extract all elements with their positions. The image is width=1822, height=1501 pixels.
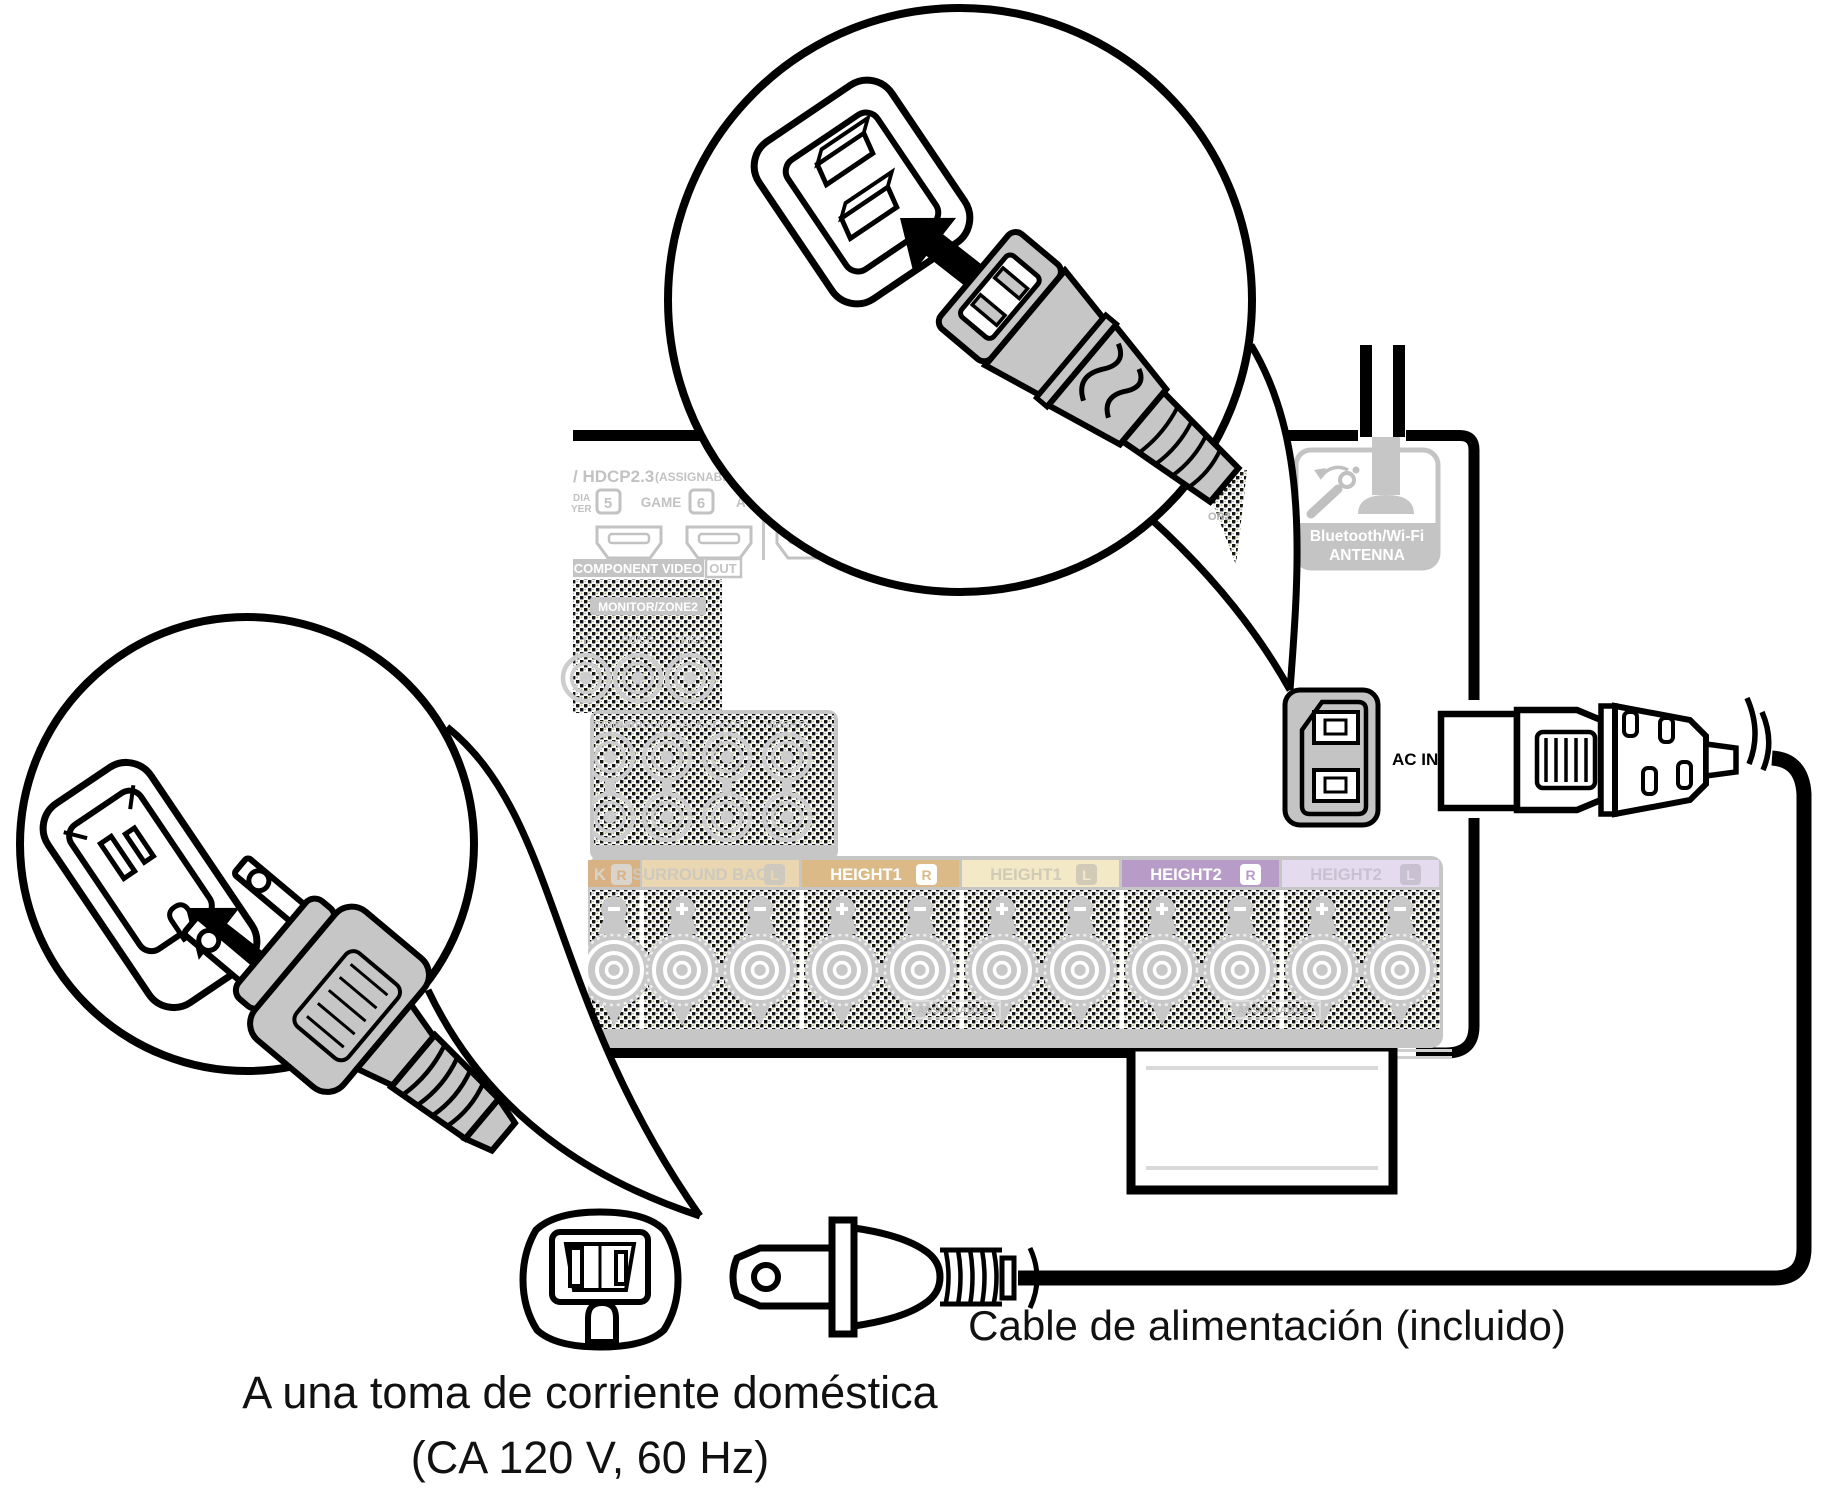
outlet-magnifier-circle	[16, 613, 519, 1155]
panel-right-edge	[1416, 818, 1480, 1059]
preout-label: SURROUND BACK	[614, 720, 704, 731]
preout-label: HEIGHT1	[705, 720, 749, 731]
svg-text:R: R	[616, 867, 626, 883]
speaker-segment-header: K R	[588, 860, 640, 887]
panel-bottom-highlight	[1396, 1049, 1452, 1052]
ac-inlet-zoom-icon	[750, 76, 974, 308]
speaker-binding-posts	[499, 896, 1437, 1026]
panel-right-edge	[1406, 430, 1480, 700]
assignable-badge: ASSIGNABLE	[917, 1005, 989, 1017]
receiver-foot	[1126, 1042, 1398, 1195]
household-outlet-icon	[519, 1208, 682, 1351]
game-label: GAME	[641, 495, 682, 510]
ac-inlet	[1282, 687, 1381, 828]
assignable-label: (ASSIGNABLE)	[655, 470, 742, 484]
svg-text:L: L	[1406, 867, 1415, 883]
cable-slack-mark	[1027, 1246, 1040, 1310]
svg-text:SURROUND BACK: SURROUND BACK	[632, 866, 780, 884]
svg-text:HEIGHT1: HEIGHT1	[830, 866, 902, 884]
speaker-segment-header: HEIGHT1 L	[962, 860, 1119, 887]
fragment-label: OR2	[1208, 511, 1231, 523]
rca-jack-icon	[563, 655, 609, 701]
antenna-base-icon	[1372, 437, 1400, 495]
y-label: Y	[581, 634, 588, 646]
svg-text:HEIGHT2: HEIGHT2	[1150, 866, 1222, 884]
speaker-terminal-section: K R SURROUND BACK L HEIGHT1 R	[499, 856, 1443, 1048]
power-cable	[1018, 750, 1812, 1286]
pbcb-label: PB/CB	[622, 634, 655, 646]
svg-text:R: R	[1245, 867, 1255, 883]
out-label: OUT	[709, 561, 737, 576]
speaker-segment-header: HEIGHT1 R	[802, 860, 959, 887]
top-callout-pointer: OR2	[1149, 343, 1301, 692]
antenna-label: ANTENNA	[1329, 547, 1405, 564]
panel-bottom-highlight	[1396, 1056, 1452, 1059]
power-cord-caption: Cable de alimentación (incluido)	[968, 1302, 1566, 1349]
rca-jack-icon	[667, 655, 713, 701]
antenna-rotate-icon	[1306, 465, 1360, 519]
speaker-segment-header: HEIGHT2 L	[1282, 860, 1439, 887]
bluetooth-antenna-box: Bluetooth/Wi-Fi ANTENNA	[1293, 437, 1441, 571]
hdcp-label: / HDCP2.3	[573, 467, 654, 486]
speaker-segment-header: SURROUND BACK L	[632, 860, 799, 887]
media-player-label: YER	[571, 504, 592, 515]
outlet-caption: A una toma de corriente doméstica	[242, 1367, 938, 1418]
preout-label: RROUND	[590, 720, 634, 731]
media-player-label: DIA	[573, 493, 590, 504]
monitor-zone2-label: MONITOR/ZONE2	[598, 600, 698, 614]
iec-connector-icon	[935, 229, 1243, 506]
input6-label: 6	[697, 495, 705, 512]
power-plug-icon	[181, 855, 519, 1155]
ac-in-label: AC IN	[1392, 750, 1438, 769]
input5-label: 5	[604, 495, 612, 512]
antenna-rod-icon	[1360, 345, 1372, 437]
antenna-base-icon	[1358, 495, 1414, 514]
panel-top-edge	[573, 430, 703, 441]
panel-top-edge	[1240, 430, 1358, 441]
plug-side-icon	[729, 1216, 1017, 1338]
preout-section: RROUND SURROUND BACK HEIGHT1 HEIGHT2	[587, 710, 838, 861]
rca-jack-icon	[615, 655, 661, 701]
prcr-label: PR/CR	[674, 634, 707, 646]
preout-jacks	[587, 734, 810, 840]
cable-slack-mark	[1744, 696, 1758, 766]
svg-text:K: K	[594, 866, 606, 884]
assignable-badge: ASSIGNABLE	[1237, 1005, 1309, 1017]
cable-slack-mark	[1759, 710, 1772, 772]
preout-label: HEIGHT2	[765, 720, 809, 731]
panel-bottom-edge	[592, 1047, 1152, 1058]
inlet-magnifier-circle	[664, 4, 1256, 596]
receiver-back-panel: / HDCP2.3 (ASSIGNABLE) DIA YER 5 GAME 6 …	[499, 345, 1812, 1310]
svg-text:L: L	[770, 867, 779, 883]
svg-text:R: R	[921, 867, 931, 883]
component-video-section: COMPONENT VIDEO OUT MONITOR/ZONE2 Y PB/C…	[563, 557, 743, 713]
bluetooth-wifi-label: Bluetooth/Wi-Fi	[1310, 528, 1424, 545]
svg-text:L: L	[1082, 867, 1091, 883]
power-cord-connector	[1437, 702, 1739, 818]
antenna-rod-icon	[1393, 345, 1405, 437]
svg-text:HEIGHT2: HEIGHT2	[1310, 866, 1382, 884]
svg-text:HEIGHT1: HEIGHT1	[990, 866, 1062, 884]
outlet-spec-caption: (CA 120 V, 60 Hz)	[411, 1432, 770, 1483]
speaker-segment-header: HEIGHT2 R	[1122, 860, 1279, 887]
component-video-label: COMPONENT VIDEO	[574, 561, 703, 576]
